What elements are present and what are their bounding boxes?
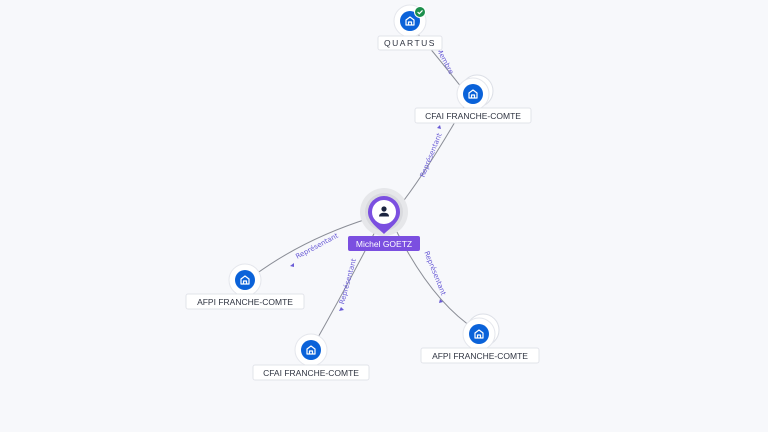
company-node-quartus[interactable]: QUARTUS	[377, 4, 443, 51]
company-node-afpi-left[interactable]: AFPI FRANCHE-COMTE	[185, 263, 305, 310]
company-name-afpi-left: AFPI FRANCHE-COMTE	[197, 297, 293, 307]
person-icon	[379, 206, 389, 217]
pin-inner	[372, 200, 396, 224]
person-node-center[interactable]: Michel GOETZ	[348, 188, 420, 251]
company-name-quartus: QUARTUS	[384, 38, 436, 48]
building-icon	[306, 345, 316, 355]
node-label-box	[252, 364, 370, 381]
node-core	[235, 270, 255, 290]
person-label-box	[348, 236, 420, 251]
relation-label-cfai-bottom: Représentant	[338, 258, 358, 306]
node-core	[400, 11, 420, 31]
company-name-cfai-top: CFAI FRANCHE-COMTE	[425, 111, 521, 121]
node-label-box	[185, 293, 305, 310]
arrow-icon	[290, 263, 294, 267]
node-core	[301, 340, 321, 360]
node-core	[469, 324, 489, 344]
company-name-afpi-right: AFPI FRANCHE-COMTE	[432, 351, 528, 361]
building-icon	[468, 89, 478, 99]
edge-cfai-top-quartus	[410, 25, 463, 89]
building-icon	[474, 329, 484, 339]
relation-label-cfai-top: Représentant	[419, 132, 444, 179]
relation-label-membre: Membre	[435, 47, 456, 76]
building-icon	[240, 275, 250, 285]
company-name-cfai-bottom: CFAI FRANCHE-COMTE	[263, 368, 359, 378]
check-icon	[417, 9, 423, 15]
building-icon	[405, 16, 415, 26]
node-label-box	[414, 107, 532, 124]
arrow-icon	[339, 307, 344, 311]
arrow-icon	[437, 125, 441, 129]
edge-center-afpi-left	[247, 217, 371, 281]
company-node-afpi-right[interactable]: AFPI FRANCHE-COMTE	[420, 313, 540, 364]
company-node-cfai-top[interactable]: CFAI FRANCHE-COMTE	[414, 74, 532, 124]
arrow-icon	[439, 299, 443, 303]
node-label-box	[377, 35, 443, 51]
person-name: Michel GOETZ	[356, 239, 412, 249]
edge-labels: Membre Représentant Représentant Représe…	[290, 47, 455, 311]
relation-label-afpi-right: Représentant	[422, 250, 447, 297]
check-badge-icon	[414, 6, 426, 18]
node-label-box	[420, 347, 540, 364]
node-core	[463, 84, 483, 104]
company-node-cfai-bottom[interactable]: CFAI FRANCHE-COMTE	[252, 333, 370, 381]
